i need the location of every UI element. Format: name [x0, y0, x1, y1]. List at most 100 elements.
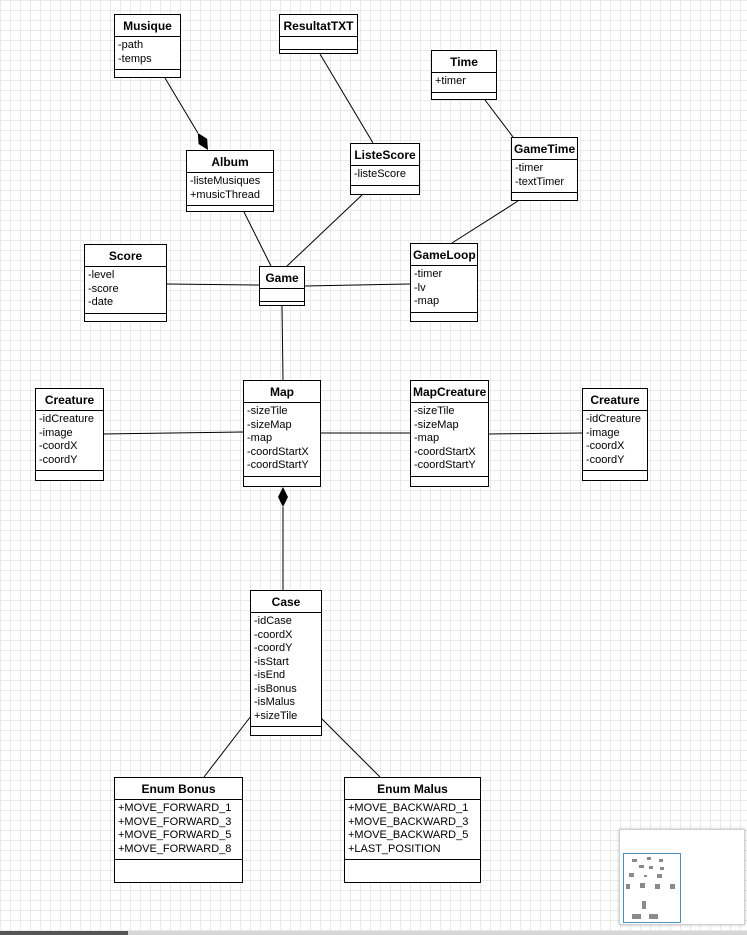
class-box-gametime[interactable]: GameTime-timer-textTimer [511, 137, 578, 201]
attribute: -map [247, 432, 273, 444]
attributes-compartment [260, 289, 304, 302]
class-box-enum-malus[interactable]: Enum Malus+MOVE_BACKWARD_1+MOVE_BACKWARD… [344, 777, 481, 883]
attributes-compartment: -idCase-coordX-coordY-isStart-isEnd-isBo… [251, 613, 321, 727]
operations-compartment [280, 50, 357, 53]
attributes-compartment: -sizeTile-sizeMap-map-coordStartX-coordS… [244, 403, 320, 477]
attributes-compartment: -listeScore [351, 166, 419, 186]
relation-album-game[interactable] [243, 211, 272, 267]
attributes-compartment: -listeMusiques+musicThread [187, 173, 273, 206]
attribute: +MOVE_BACKWARD_3 [348, 815, 469, 828]
attribute: -isStart [254, 655, 289, 668]
class-box-creature-right[interactable]: Creature-idCreature-image-coordX-coordY [582, 388, 648, 481]
class-box-enum-bonus[interactable]: Enum Bonus+MOVE_FORWARD_1+MOVE_FORWARD_3… [114, 777, 243, 883]
minimap-shape [659, 859, 663, 862]
attribute: -coordY [254, 642, 293, 654]
attribute: -isBonus [254, 682, 297, 695]
class-name: Musique [115, 15, 180, 37]
attribute: -isMalus [254, 696, 295, 708]
attribute: -coordStartY [247, 459, 309, 471]
class-box-musique[interactable]: Musique-path-temps [114, 14, 181, 78]
attribute: -idCreature [39, 413, 95, 425]
attributes-compartment: -timer-lv-map [411, 266, 477, 313]
attribute: -listeMusiques [190, 175, 261, 187]
composition-diamond [197, 132, 208, 150]
minimap-shape [642, 901, 646, 909]
minimap[interactable] [619, 829, 745, 925]
attribute: -listeScore [354, 168, 406, 180]
attributes-compartment: -sizeTile-sizeMap-map-coordStartX-coordS… [411, 403, 488, 477]
relation-resultattxt-listescore[interactable] [319, 53, 374, 144]
class-name: Time [432, 51, 496, 73]
relation-gametime-gameloop[interactable] [451, 200, 519, 244]
attribute: -coordStartY [414, 459, 476, 471]
class-box-resultattxt[interactable]: ResultatTXT [279, 14, 358, 54]
class-name: Enum Bonus [115, 778, 242, 800]
class-name: Enum Malus [345, 778, 480, 800]
relation-musique-album[interactable] [164, 77, 199, 134]
scrollbar-thumb[interactable] [0, 931, 128, 935]
relation-score-game[interactable] [166, 283, 260, 286]
class-name: Map [244, 381, 320, 403]
minimap-shape [649, 866, 653, 869]
operations-compartment [260, 302, 304, 305]
minimap-viewport[interactable] [623, 853, 681, 923]
attributes-compartment: -level-score-date [85, 267, 166, 314]
class-box-time[interactable]: Time +timer [431, 50, 497, 100]
attributes-compartment: -timer-textTimer [512, 160, 577, 193]
attribute: -coordStartX [414, 445, 476, 458]
class-box-score[interactable]: Score-level-score-date [84, 244, 167, 322]
horizontal-scrollbar[interactable] [0, 931, 747, 935]
class-box-case[interactable]: Case-idCase-coordX-coordY-isStart-isEnd-… [250, 590, 322, 736]
relation-game-map[interactable] [281, 305, 284, 381]
class-box-listescore[interactable]: ListeScore-listeScore [350, 143, 420, 195]
attribute: -sizeMap [247, 418, 292, 431]
attribute: -timer [414, 268, 443, 280]
relation-gameloop-game[interactable] [304, 283, 411, 287]
relation-case-enum-malus[interactable] [313, 710, 381, 778]
attribute: +LAST_POSITION [348, 842, 441, 855]
attribute: +MOVE_FORWARD_3 [118, 815, 232, 828]
attribute: -image [39, 426, 73, 439]
attributes-compartment: -path-temps [115, 37, 180, 70]
attribute: -map [414, 295, 440, 307]
operations-compartment [583, 471, 647, 480]
relation-mapcreature-creature-right[interactable] [488, 432, 583, 435]
attribute: -coordY [39, 453, 78, 466]
operations-compartment [432, 93, 496, 100]
attribute: +sizeTile [254, 709, 298, 722]
attribute: -isEnd [254, 669, 286, 681]
attribute: -idCreature [586, 413, 642, 425]
attribute: -level [88, 269, 115, 281]
relation-creature-left-map[interactable] [103, 431, 244, 435]
class-name: GameTime [512, 138, 577, 160]
attribute: +timer [435, 75, 466, 87]
attribute: -coordX [586, 440, 625, 452]
class-box-map[interactable]: Map-sizeTile-sizeMap-map-coordStartX-coo… [243, 380, 321, 487]
class-name: ResultatTXT [280, 15, 357, 37]
class-box-gameloop[interactable]: GameLoop-timer-lv-map [410, 243, 478, 322]
relation-time-gametime[interactable] [484, 99, 514, 138]
minimap-shape [644, 875, 647, 877]
attribute: +musicThread [190, 188, 261, 201]
attribute: -lv [414, 281, 426, 294]
operations-compartment [115, 70, 180, 77]
relation-case-enum-bonus[interactable] [203, 715, 252, 778]
operations-compartment [36, 471, 103, 480]
minimap-shape [626, 884, 630, 889]
relation-listescore-game[interactable] [286, 194, 363, 267]
attribute: -coordX [39, 440, 78, 452]
operations-compartment [244, 477, 320, 487]
attribute: -idCase [254, 615, 292, 627]
class-box-mapcreature[interactable]: MapCreature-sizeTile-sizeMap-map-coordSt… [410, 380, 489, 487]
minimap-shape [647, 857, 651, 860]
operations-compartment [411, 477, 488, 487]
class-box-album[interactable]: Album-listeMusiques+musicThread [186, 150, 274, 212]
attribute: -image [586, 426, 620, 439]
class-name: Game [260, 267, 304, 289]
attribute: -sizeTile [247, 405, 288, 417]
class-box-game[interactable]: Game [259, 266, 305, 306]
class-box-creature-left[interactable]: Creature-idCreature-image-coordX-coordY [35, 388, 104, 481]
attributes-compartment [280, 37, 357, 50]
attribute: -textTimer [515, 175, 565, 188]
